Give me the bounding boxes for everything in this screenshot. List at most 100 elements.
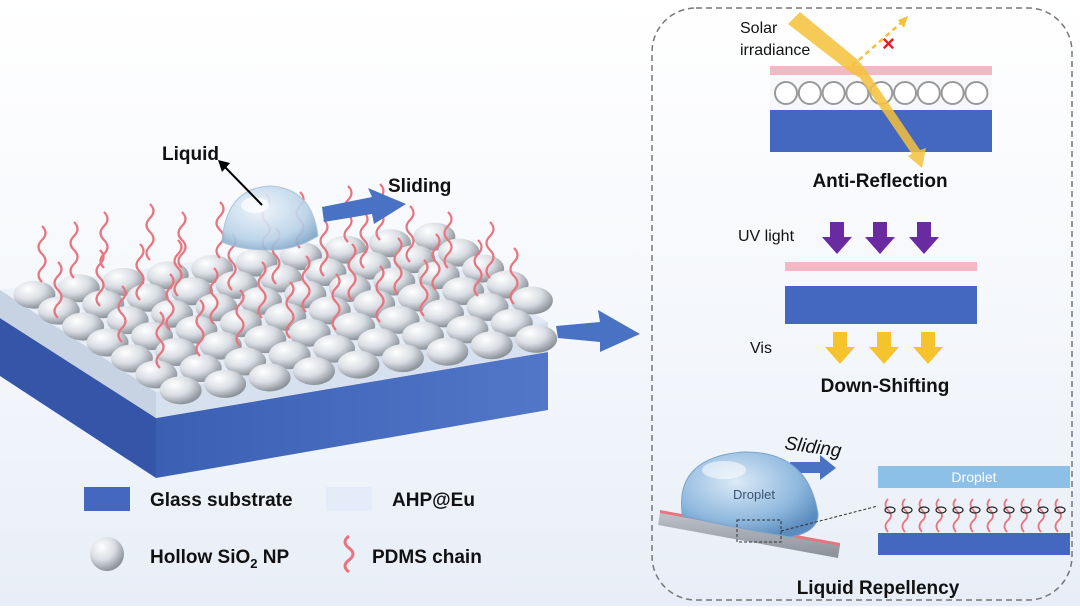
zoom-line [780, 505, 879, 532]
vis-arrow [825, 332, 855, 364]
sliding-arrow [322, 188, 406, 224]
chain-loop [901, 506, 913, 514]
legend-glass-swatch [84, 487, 130, 511]
pdms-chain [509, 247, 519, 305]
liquid-pointer-arrowhead [218, 160, 230, 172]
chain-loop [1037, 506, 1049, 514]
uv-arrows [822, 222, 939, 254]
pdms-chain [419, 259, 429, 317]
pdms-chain [257, 261, 267, 319]
vis-arrow [869, 332, 899, 364]
liquid-label: Liquid [162, 144, 219, 165]
repellency-sliding-arrow [790, 455, 836, 480]
down-shifting-section: UV light Vis Down-Shifting [738, 222, 977, 397]
pdms-chain [215, 201, 225, 259]
zoom-pdms-chains [884, 498, 1066, 533]
legend-ahp-swatch [326, 487, 372, 511]
pdms-chain [235, 289, 245, 347]
legend: Glass substrate AHP@Eu Hollow SiO2 NP PD… [84, 487, 482, 574]
zoom-pdms-chain [901, 498, 909, 533]
pdms-chain [405, 205, 415, 263]
anti-reflection-title: Anti-Reflection [812, 171, 947, 192]
chain-loop [986, 506, 998, 514]
pdms-chain-array [37, 183, 519, 369]
solar-label-line1: Solar [740, 20, 778, 37]
uv-arrow [865, 222, 895, 254]
solar-beam [788, 12, 926, 168]
pdms-chain [443, 211, 453, 269]
ar-sphere [774, 81, 798, 105]
chain-loop [918, 506, 930, 514]
pdms-chain [473, 239, 483, 297]
legend-hollow-label: Hollow SiO2 NP [150, 547, 290, 571]
pdms-chain [393, 237, 403, 295]
hollow-sphere [426, 337, 469, 366]
pdms-chain [99, 211, 109, 269]
ar-coating-pink [770, 66, 992, 75]
pdms-chain [173, 239, 183, 297]
pdms-chain [485, 221, 495, 279]
chain-loop [935, 506, 947, 514]
transition-arrow [556, 310, 640, 352]
legend-pdms-label: PDMS chain [372, 547, 482, 568]
droplet-highlight [241, 197, 269, 213]
legend-ahp-label: AHP@Eu [392, 490, 475, 511]
pdms-chain [195, 299, 205, 357]
pdms-chain [95, 249, 105, 307]
zoom-pdms-chain [986, 498, 994, 533]
pdms-chain [359, 211, 369, 269]
chain-loop [969, 506, 981, 514]
ar-hollow-spheres [774, 81, 989, 105]
anti-reflection-section: Solar irradiance × Anti-Reflection [740, 12, 992, 192]
hollow-sphere [248, 363, 291, 392]
zoom-pdms-chain [969, 498, 977, 533]
zoom-pdms-chain [1020, 498, 1028, 533]
glass-substrate-left-face [0, 318, 156, 478]
pdms-chain [331, 273, 341, 331]
ar-sphere [964, 81, 989, 105]
hollow-sphere [204, 369, 247, 398]
uv-arrow [822, 222, 852, 254]
sliding-label: Sliding [388, 176, 451, 197]
ds-glass [785, 286, 977, 324]
chain-loop [1003, 506, 1015, 514]
droplet-text: Droplet [733, 487, 775, 502]
uv-light-label: UV light [738, 228, 795, 245]
pdms-chain [145, 203, 155, 261]
hollow-sphere [337, 350, 380, 379]
legend-glass-label: Glass substrate [150, 490, 293, 511]
hollow-sphere [292, 357, 335, 386]
chain-loop [884, 506, 896, 514]
pdms-chain [301, 255, 311, 313]
hollow-sphere [159, 376, 202, 405]
mechanism-panel: Solar irradiance × Anti-Reflection UV li… [651, 7, 1073, 601]
vis-arrow [913, 332, 943, 364]
vis-label: Vis [750, 340, 772, 357]
vis-arrows [825, 332, 943, 364]
ds-coating-pink [785, 262, 977, 271]
droplet-bar [878, 466, 1070, 488]
ar-sphere [916, 81, 941, 105]
ar-glass [770, 110, 992, 152]
uv-arrow [909, 222, 939, 254]
reflected-ray [851, 21, 903, 67]
substrate-3d: Liquid Sliding [0, 144, 558, 478]
glass-substrate-front-face [156, 352, 548, 478]
liquid-repellency-section: Sliding Droplet Droplet Liquid Repellenc… [658, 433, 1070, 599]
pdms-chain [69, 221, 79, 279]
ar-sphere [940, 81, 965, 105]
reflected-ray-head [898, 16, 908, 28]
chain-loop [1054, 506, 1066, 514]
pdms-chain [209, 267, 219, 325]
solar-label-line2: irradiance [740, 42, 810, 59]
ar-sphere [893, 81, 917, 105]
chain-loop [1020, 506, 1032, 514]
zoom-pdms-chain [952, 498, 960, 533]
zoom-pdms-chain [918, 498, 926, 533]
ar-sphere [845, 81, 870, 105]
repellency-sliding-label: Sliding [783, 433, 843, 462]
zoom-pdms-chain [884, 498, 892, 533]
ar-sphere [797, 81, 822, 105]
pdms-chain [135, 243, 145, 301]
